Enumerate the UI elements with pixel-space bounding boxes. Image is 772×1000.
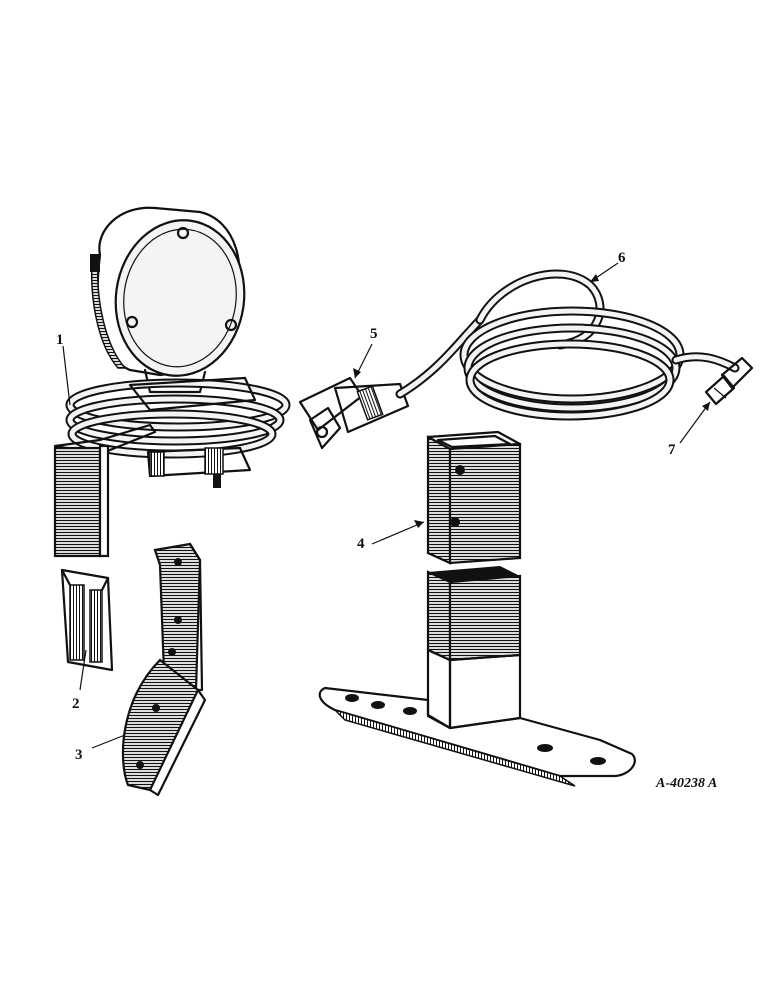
leader-3	[91, 734, 126, 749]
callout-3: 3	[75, 747, 83, 763]
tube-stand	[318, 430, 636, 787]
leader-lines	[62, 262, 711, 749]
leader-7	[679, 401, 711, 444]
plug	[704, 356, 754, 406]
leader-1	[62, 345, 71, 406]
callout-7: 7	[668, 442, 676, 458]
leader-4	[371, 521, 425, 545]
callout-6: 6	[618, 250, 626, 266]
lamp-assembly	[53, 206, 291, 558]
socket-connector	[298, 376, 410, 450]
callout-2: 2	[72, 696, 80, 712]
figure-id: A-40238 A	[655, 776, 717, 791]
angled-bracket	[121, 542, 207, 797]
leader-2	[79, 649, 87, 691]
callout-5: 5	[370, 326, 378, 342]
callout-4: 4	[357, 536, 365, 552]
clip	[60, 568, 114, 672]
coiled-cable	[395, 269, 740, 421]
callout-1: 1	[56, 332, 64, 348]
